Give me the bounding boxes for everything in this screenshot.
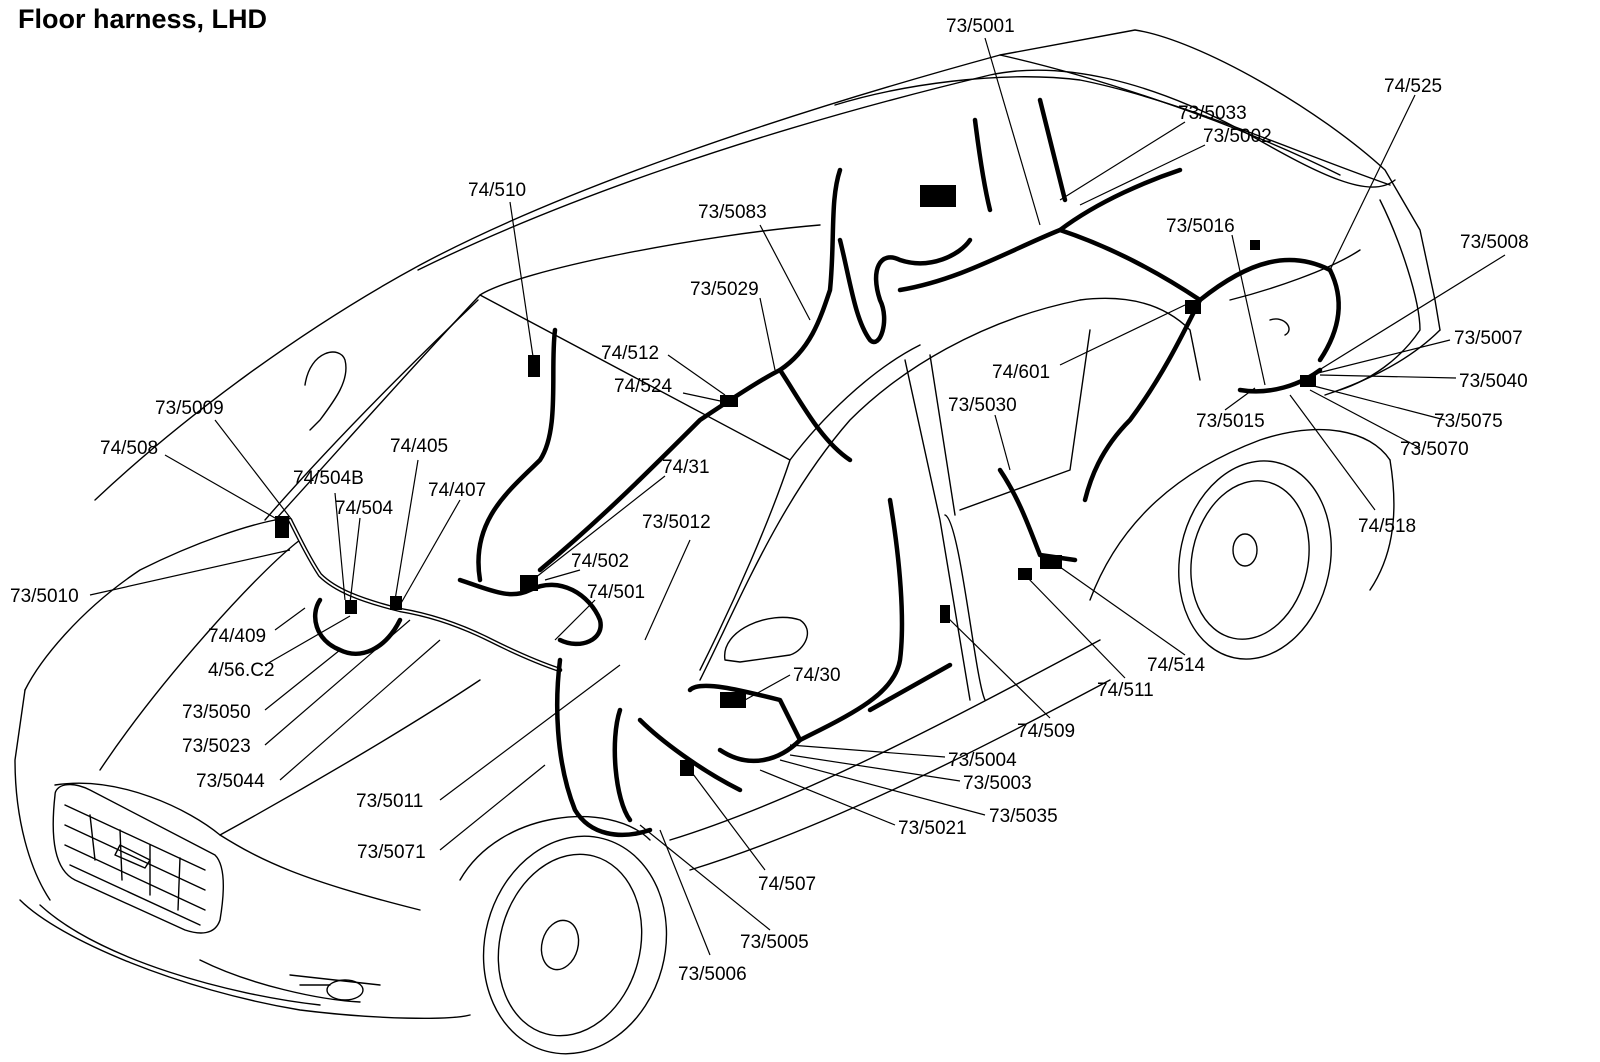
label-73-5009: 73/5009 xyxy=(155,398,224,419)
label-73-5015: 73/5015 xyxy=(1196,411,1265,432)
label-74-510: 74/510 xyxy=(468,180,526,201)
wiring-harness xyxy=(275,97,1341,838)
label-74-514: 74/514 xyxy=(1147,655,1206,676)
label-74-601: 74/601 xyxy=(992,362,1050,383)
label-74-512: 74/512 xyxy=(601,343,659,364)
label-73-5075: 73/5075 xyxy=(1434,411,1503,432)
label-73-5012: 73/5012 xyxy=(642,512,711,533)
label-73-5050: 73/5050 xyxy=(182,702,251,723)
label-73-5016: 73/5016 xyxy=(1166,216,1235,237)
label-74-511: 74/511 xyxy=(1097,680,1154,701)
label-73-5071: 73/5071 xyxy=(357,842,426,863)
label-73-5006: 73/5006 xyxy=(678,964,747,985)
label-74-504: 74/504 xyxy=(335,498,394,519)
label-74-525: 74/525 xyxy=(1384,76,1442,97)
label-74-501: 74/501 xyxy=(587,582,645,603)
label-73-5010: 73/5010 xyxy=(10,586,79,607)
label-74-508: 74/508 xyxy=(100,438,158,459)
label-74-409: 74/409 xyxy=(208,626,266,647)
callout-labels: 73/5001 74/525 73/5033 73/5002 74/510 73… xyxy=(10,16,1529,985)
label-73-5083: 73/5083 xyxy=(698,202,767,223)
label-73-5011: 73/5011 xyxy=(356,791,423,812)
label-73-5004: 73/5004 xyxy=(948,750,1017,771)
label-74-502: 74/502 xyxy=(571,551,629,572)
label-73-5021: 73/5021 xyxy=(898,818,967,839)
car-body-outline xyxy=(14,29,1441,1055)
label-74-504b: 74/504B xyxy=(293,468,364,489)
label-74-524: 74/524 xyxy=(614,376,673,397)
label-74-405: 74/405 xyxy=(390,436,448,457)
diagram-title: Floor harness, LHD xyxy=(18,4,268,34)
label-73-5023: 73/5023 xyxy=(182,736,251,757)
label-73-5033: 73/5033 xyxy=(1178,103,1247,124)
label-74-518: 74/518 xyxy=(1358,516,1416,537)
label-73-5002: 73/5002 xyxy=(1203,126,1272,147)
label-74-31: 74/31 xyxy=(662,457,710,478)
label-74-507: 74/507 xyxy=(758,874,816,895)
label-73-5070: 73/5070 xyxy=(1400,439,1469,460)
label-74-509: 74/509 xyxy=(1017,721,1075,742)
label-73-5003: 73/5003 xyxy=(963,773,1032,794)
label-74-30: 74/30 xyxy=(793,665,841,686)
label-74-407: 74/407 xyxy=(428,480,486,501)
label-73-5005: 73/5005 xyxy=(740,932,809,953)
leader-lines xyxy=(89,37,1506,956)
label-73-5044: 73/5044 xyxy=(196,771,265,792)
label-73-5001: 73/5001 xyxy=(946,16,1015,37)
label-73-5040: 73/5040 xyxy=(1459,371,1528,392)
label-73-5008: 73/5008 xyxy=(1460,232,1529,253)
label-73-5029: 73/5029 xyxy=(690,279,759,300)
label-4-56-c2: 4/56.C2 xyxy=(208,660,275,681)
label-73-5030: 73/5030 xyxy=(948,395,1017,416)
label-73-5035: 73/5035 xyxy=(989,806,1058,827)
label-73-5007: 73/5007 xyxy=(1454,328,1523,349)
